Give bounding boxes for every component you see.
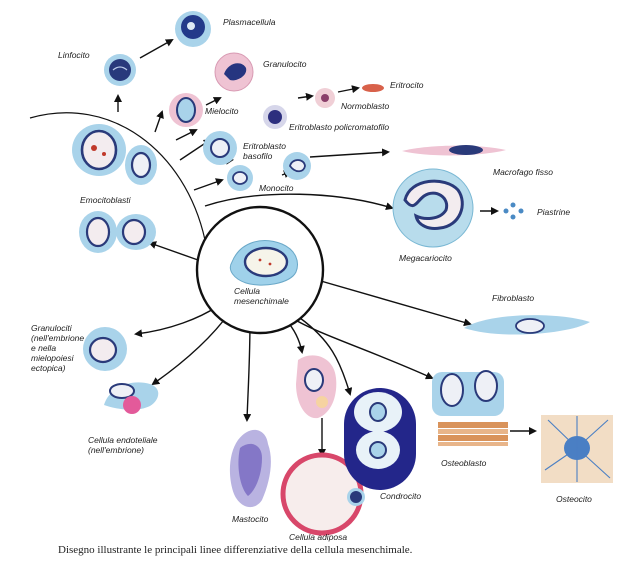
- megacariocito-cell: [392, 168, 474, 248]
- label-macrofago-fisso: Macrofago fisso: [493, 167, 553, 177]
- linfocito-cell: [104, 54, 136, 86]
- mastocito-cell: [229, 429, 271, 508]
- label-emocitoblasti: Emocitoblasti: [80, 195, 131, 205]
- eritroblasto-policromatofilo-cell: [263, 105, 287, 129]
- monocito-cell-2: [283, 152, 311, 180]
- macrofago-fisso-cell: [402, 145, 506, 156]
- label-linfocito: Linfocito: [58, 50, 90, 60]
- label-monocito: Monocito: [259, 183, 294, 193]
- granulociti-embrione-cell: [83, 327, 127, 371]
- preadipocyte-cell: [296, 355, 337, 419]
- label-cellula-endoteliale: Cellula endoteliale (nell'embrione): [88, 435, 158, 455]
- eritrocito-cell: [362, 84, 384, 92]
- label-mastocito: Mastocito: [232, 514, 269, 524]
- figure-caption: Disegno illustrante le principali linee …: [58, 544, 413, 556]
- emocitoblasto-cell-3: [79, 211, 117, 253]
- label-eritroblasto-policromatofilo: Eritroblasto policromatofilo: [289, 122, 390, 132]
- fibroblasto-cell: [464, 315, 590, 335]
- emocitoblasto-cell-2: [125, 145, 157, 185]
- label-piastrine: Piastrine: [537, 207, 571, 217]
- emocitoblasto-cell-4: [116, 214, 156, 250]
- plasmacellula-cell: [175, 11, 211, 47]
- monocito-cell-1: [227, 165, 253, 191]
- mielocito-cell: [169, 93, 203, 127]
- lineage-arc: [29, 112, 206, 241]
- label-megacariocito: Megacariocito: [399, 253, 452, 263]
- label-normoblasto: Normoblasto: [341, 101, 390, 111]
- label-osteocito: Osteocito: [556, 494, 592, 504]
- label-osteoblasto: Osteoblasto: [441, 458, 487, 468]
- cellula-endoteliale-cell: [104, 382, 159, 414]
- normoblasto-cell: [315, 88, 335, 108]
- label-fibroblasto: Fibroblasto: [492, 293, 535, 303]
- condrocito-cell: [344, 388, 416, 490]
- mesenchymal-cell: [195, 205, 325, 335]
- cellula-adiposa-cell: [280, 452, 365, 536]
- piastrine-cell: [503, 202, 524, 220]
- label-cellula-mesenchimale: Cellula mesenchimale: [234, 286, 289, 306]
- label-plasmacellula: Plasmacellula: [223, 17, 276, 27]
- label-cellula-adiposa: Cellula adiposa: [289, 532, 348, 542]
- label-eritrocito: Eritrocito: [390, 80, 424, 90]
- label-granulociti-embrione: Granulociti (nell'embrione e nella mielo…: [31, 323, 85, 373]
- emocitoblasto-cell-1: [72, 124, 126, 176]
- label-condrocito: Condrocito: [380, 491, 422, 501]
- eritroblasto-basofilo-cell: [203, 131, 237, 165]
- label-granulocito: Granulocito: [263, 59, 307, 69]
- osteocito-cell: [541, 415, 613, 483]
- granulocito-cell: [214, 52, 254, 92]
- osteoblasto-cell: [432, 370, 508, 446]
- label-eritroblasto-basofilo: Eritroblasto basofilo: [243, 141, 286, 161]
- label-mielocito: Mielocito: [205, 106, 239, 116]
